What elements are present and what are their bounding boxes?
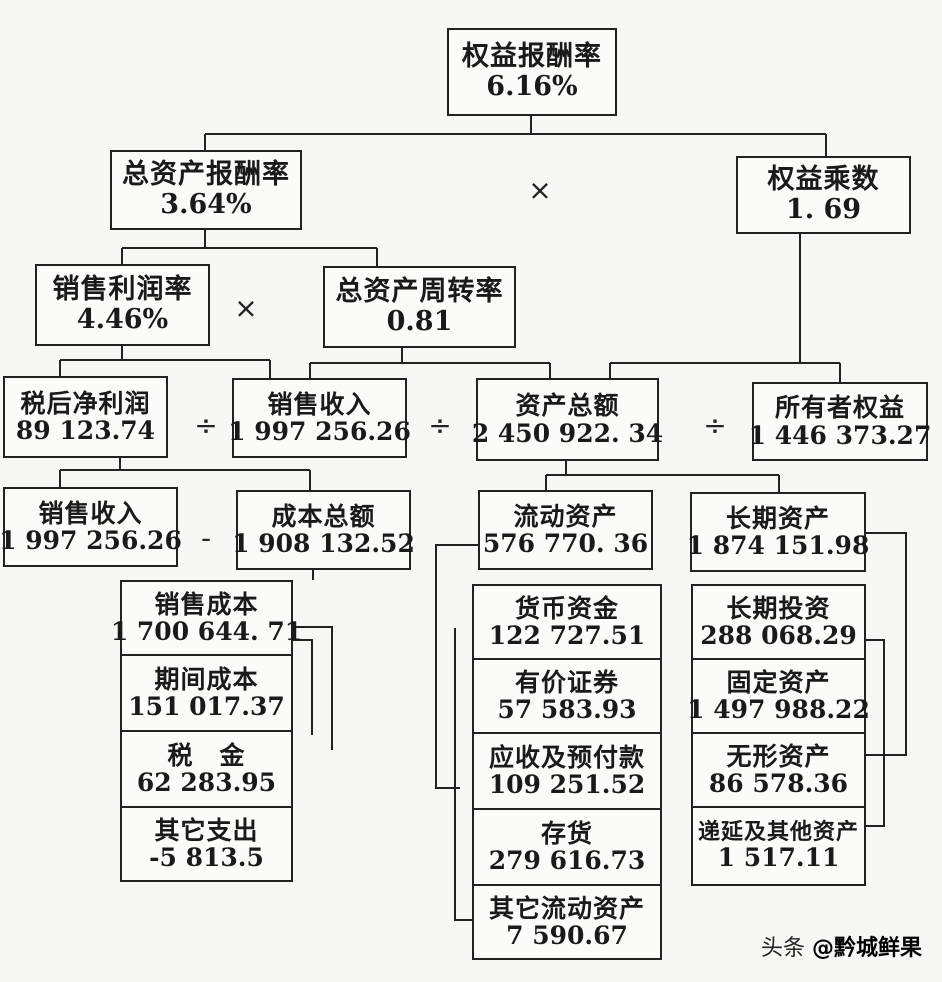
connector-total-cost xyxy=(292,570,333,750)
connector-current-assets xyxy=(435,544,480,921)
node-sales-revenue-2: 销售收入 1 997 256.26 xyxy=(0,487,182,567)
node-label: 流动资产 xyxy=(513,501,618,531)
node-label: 销售收入 xyxy=(267,389,372,419)
node-inventory: 存货 279 616.73 xyxy=(472,808,662,886)
node-label: 有价证券 xyxy=(514,667,619,697)
node-value: 151 017.37 xyxy=(128,692,285,721)
node-roe: 权益报酬率 6.16% xyxy=(447,28,617,116)
node-value: 1 908 132.52 xyxy=(232,529,415,558)
node-label: 期间成本 xyxy=(154,664,259,694)
node-sales-revenue-1: 销售收入 1 997 256.26 xyxy=(228,378,411,458)
node-value: 576 770. 36 xyxy=(482,529,649,558)
node-label: 无形资产 xyxy=(726,741,831,771)
node-value: 109 251.52 xyxy=(488,770,646,799)
node-value: -5 813.5 xyxy=(149,843,264,872)
node-label: 税后净利润 xyxy=(20,388,151,418)
node-owner-equity: 所有者权益 1 446 373.27 xyxy=(749,382,931,461)
node-label: 总资产周转率 xyxy=(335,276,504,308)
node-cash: 货币资金 122 727.51 xyxy=(472,584,662,660)
node-value: 89 123.74 xyxy=(15,416,156,445)
node-value: 6.16% xyxy=(486,71,578,102)
connector-roe xyxy=(204,115,827,157)
node-value: 62 283.95 xyxy=(136,768,277,797)
node-receivables: 应收及预付款 109 251.52 xyxy=(472,732,662,810)
node-label: 存货 xyxy=(540,818,593,848)
node-value: 1 497 988.22 xyxy=(687,695,870,724)
node-tax: 税 金 62 283.95 xyxy=(120,730,293,808)
connector-asset-turnover xyxy=(309,347,551,378)
node-value: 3.64% xyxy=(160,189,252,220)
minus-operator: - xyxy=(200,521,212,555)
times-operator-2: × xyxy=(234,291,258,325)
node-total-assets: 资产总额 2 450 922. 34 xyxy=(472,378,663,461)
watermark: 头条 @黔城鲜果 xyxy=(761,930,922,962)
times-operator-1: × xyxy=(528,173,552,207)
node-value: 0.81 xyxy=(386,306,453,337)
node-value: 122 727.51 xyxy=(488,621,646,650)
connector-total-assets xyxy=(545,460,780,492)
node-label: 其它支出 xyxy=(154,815,259,845)
node-net-profit: 税后净利润 89 123.74 xyxy=(3,376,168,458)
node-label: 销售利润率 xyxy=(52,274,193,306)
node-label: 总资产报酬率 xyxy=(122,159,290,191)
node-label: 固定资产 xyxy=(726,667,831,697)
node-value: 86 578.36 xyxy=(708,769,849,798)
node-label: 所有者权益 xyxy=(774,393,905,422)
node-long-term-assets: 长期资产 1 874 151.98 xyxy=(687,492,869,572)
node-label: 递延及其他资产 xyxy=(697,819,859,846)
node-label: 其它流动资产 xyxy=(488,893,645,923)
node-roa: 总资产报酬率 3.64% xyxy=(110,150,302,230)
connector-net-profit xyxy=(59,456,311,490)
node-total-cost: 成本总额 1 908 132.52 xyxy=(232,490,415,570)
node-label: 成本总额 xyxy=(271,501,376,531)
node-lt-investment: 长期投资 288 068.29 xyxy=(691,584,866,660)
node-equity-multiplier: 权益乘数 1. 69 xyxy=(736,156,911,234)
node-value: 7 590.67 xyxy=(506,921,628,950)
node-label: 销售收入 xyxy=(38,498,143,528)
node-cost-of-sales: 销售成本 1 700 644. 71 xyxy=(111,580,302,656)
node-label: 销售成本 xyxy=(154,589,259,619)
node-label: 权益乘数 xyxy=(767,164,880,196)
node-fixed-assets: 固定资产 1 497 988.22 xyxy=(687,658,870,734)
node-value: 1. 69 xyxy=(785,194,862,225)
divide-operator-3: ÷ xyxy=(703,408,727,442)
node-securities: 有价证券 57 583.93 xyxy=(472,658,662,734)
watermark-prefix: 头条 xyxy=(760,936,812,961)
node-label: 应收及预付款 xyxy=(488,742,645,772)
divide-operator-2: ÷ xyxy=(428,408,452,442)
connector-roa xyxy=(121,228,378,267)
node-value: 57 583.93 xyxy=(497,695,637,724)
node-value: 1 446 373.27 xyxy=(748,420,932,450)
node-other-expense: 其它支出 -5 813.5 xyxy=(120,806,293,882)
node-label: 权益报酬率 xyxy=(462,41,602,73)
node-value: 1 517.11 xyxy=(717,843,840,873)
node-current-assets: 流动资产 576 770. 36 xyxy=(478,490,653,570)
node-value: 1 700 644. 71 xyxy=(110,617,303,646)
node-label: 资产总额 xyxy=(515,391,620,420)
node-label: 长期资产 xyxy=(725,503,830,533)
node-value: 1 874 151.98 xyxy=(686,531,870,560)
connector-equity-multiplier xyxy=(609,233,841,382)
divide-operator-1: ÷ xyxy=(194,408,218,442)
node-intangible-assets: 无形资产 86 578.36 xyxy=(691,732,866,808)
node-other-current-assets: 其它流动资产 7 590.67 xyxy=(472,884,662,960)
node-value: 1 997 256.26 xyxy=(0,526,182,555)
node-value: 2 450 922. 34 xyxy=(471,418,664,448)
node-value: 288 068.29 xyxy=(700,621,857,650)
node-value: 279 616.73 xyxy=(488,846,646,875)
connector-profit-margin xyxy=(59,344,271,378)
node-label: 货币资金 xyxy=(514,593,619,623)
node-deferred-other-assets: 递延及其他资产 1 517.11 xyxy=(691,806,866,886)
watermark-handle: @黔城鲜果 xyxy=(811,936,922,961)
node-asset-turnover: 总资产周转率 0.81 xyxy=(323,266,516,348)
node-period-cost: 期间成本 151 017.37 xyxy=(120,654,293,732)
node-label: 长期投资 xyxy=(726,593,831,623)
node-label: 税 金 xyxy=(167,740,246,770)
connector-long-term-assets xyxy=(866,532,907,827)
node-value: 4.46% xyxy=(76,304,169,335)
node-profit-margin: 销售利润率 4.46% xyxy=(35,264,210,346)
node-value: 1 997 256.26 xyxy=(228,417,411,446)
